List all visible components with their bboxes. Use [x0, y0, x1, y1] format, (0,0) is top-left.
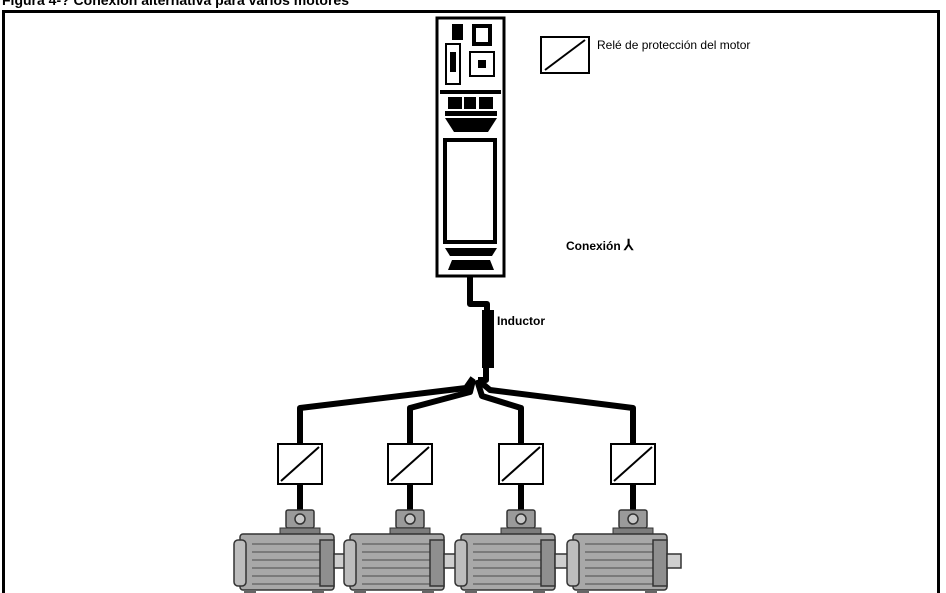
legend-relay-symbol — [540, 36, 590, 74]
connection-text: Conexión — [566, 239, 621, 253]
protection-relay — [610, 443, 656, 485]
cable-network — [297, 276, 636, 512]
connection-label: Conexión ⅄ — [566, 236, 633, 254]
motor — [343, 509, 459, 593]
protection-relay — [498, 443, 544, 485]
star-connection-icon: ⅄ — [624, 237, 634, 254]
motor — [233, 509, 349, 593]
motor — [566, 509, 682, 593]
motor — [454, 509, 570, 593]
figure-caption: Figura 4-? Conexión alternativa para var… — [2, 0, 349, 8]
protection-relay — [277, 443, 323, 485]
figure-frame — [2, 10, 940, 593]
drive-unit — [435, 16, 506, 278]
inductor-label: Inductor — [497, 314, 545, 328]
legend-label: Relé de protección del motor — [597, 38, 751, 52]
protection-relay — [387, 443, 433, 485]
